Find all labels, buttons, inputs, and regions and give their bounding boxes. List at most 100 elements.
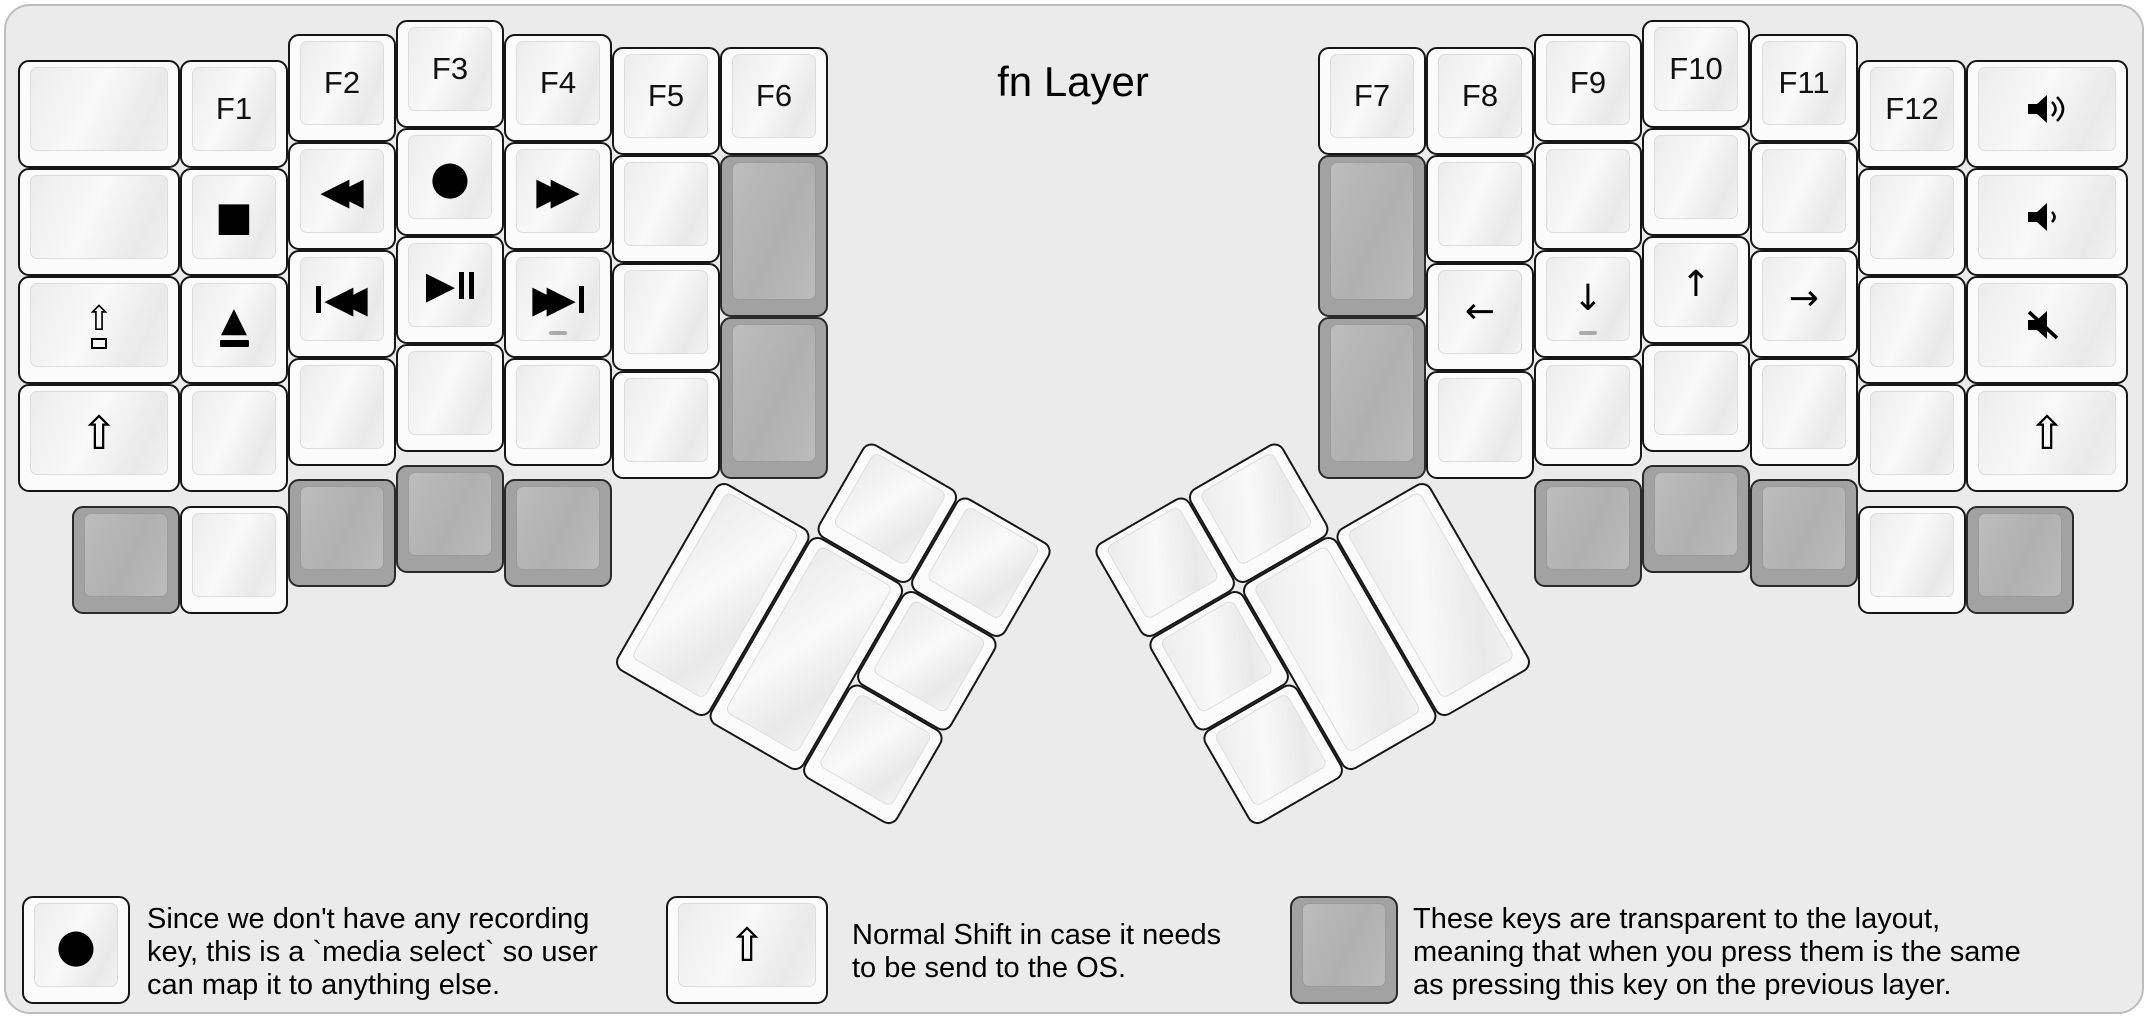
prev-track-icon: ◀◀ (316, 280, 368, 318)
key-blank-f10col-r4[interactable] (1642, 344, 1750, 452)
key-blank-right-bottom[interactable] (1858, 506, 1966, 614)
key-transparent-right-inner-2[interactable] (1318, 317, 1426, 479)
key-blank-f10col-r2[interactable] (1642, 128, 1750, 236)
key-rewind[interactable]: ◀◀ (288, 142, 396, 250)
key-eject[interactable]: ▲ (180, 276, 288, 384)
key-play-pause[interactable]: ▶ (396, 236, 504, 344)
keycap-surface: ▶ (408, 243, 492, 327)
key-transparent-right-inner-1[interactable] (1318, 155, 1426, 317)
key-blank-f3col-r4[interactable] (396, 344, 504, 452)
key-blank-f4col-r4[interactable] (504, 358, 612, 466)
key-blank-f12col-r2[interactable] (1858, 168, 1966, 276)
key-stop[interactable]: ■ (180, 168, 288, 276)
keycap-surface: ⇧ (1978, 391, 2116, 475)
keycap-surface (1546, 149, 1630, 233)
key-transparent-left-bottom-2[interactable] (288, 479, 396, 587)
key-label: F10 (1669, 51, 1723, 86)
key-caps-lock[interactable]: ⇧ (18, 276, 180, 384)
key-arrow-right[interactable]: → (1750, 250, 1858, 358)
key-blank-f5col-r4[interactable] (612, 371, 720, 479)
key-transparent-right-bottom-4[interactable] (1966, 506, 2074, 614)
arrow-down-icon: ↓ (1572, 278, 1604, 319)
shift-icon: ⇧ (79, 406, 119, 460)
key-next-track[interactable]: ▶▶ (504, 250, 612, 358)
keycap-surface: ◀◀ (300, 149, 384, 233)
keycap-surface: ◀◀ (300, 257, 384, 341)
keycap-surface (1870, 391, 1954, 475)
keycap-surface (1546, 365, 1630, 449)
key-blank-f2col-r4[interactable] (288, 358, 396, 466)
key-transparent-right-bottom-3[interactable] (1750, 479, 1858, 587)
key-blank-f8col-r4[interactable] (1426, 371, 1534, 479)
keycap-surface: ⇧ (30, 391, 168, 475)
key-f8[interactable]: F8 (1426, 47, 1534, 155)
keycap-surface (1546, 486, 1630, 570)
legend-line: key, this is a `media select` so user (147, 936, 598, 968)
key-transparent-right-bottom-2[interactable] (1642, 465, 1750, 573)
keycap-surface (1438, 162, 1522, 246)
key-transparent-left-inner-2[interactable] (720, 317, 828, 479)
key-transparent-left-bottom-4[interactable] (504, 479, 612, 587)
key-blank-f11col-r2[interactable] (1750, 142, 1858, 250)
key-f4[interactable]: F4 (504, 34, 612, 142)
keycap-surface (925, 505, 1041, 621)
keycap-surface: F10 (1654, 27, 1738, 111)
key-prev-track[interactable]: ◀◀ (288, 250, 396, 358)
key-arrow-down[interactable]: ↓ (1534, 250, 1642, 358)
key-blank-left-bottom[interactable] (180, 506, 288, 614)
key-label: F8 (1461, 78, 1499, 113)
legend-text-transparent: These keys are transparent to the layout… (1413, 903, 2021, 1002)
key-f10[interactable]: F10 (1642, 20, 1750, 128)
key-blank-left-outer-r2[interactable] (18, 168, 180, 276)
key-blank-f12col-r4[interactable] (1858, 384, 1966, 492)
key-blank-f9col-r4[interactable] (1534, 358, 1642, 466)
key-f7[interactable]: F7 (1318, 47, 1426, 155)
keycap-surface (1870, 513, 1954, 597)
key-blank-f5col-r2[interactable] (612, 155, 720, 263)
key-f5[interactable]: F5 (612, 47, 720, 155)
key-blank-f8col-r2[interactable] (1426, 155, 1534, 263)
next-track-icon: ▶▶ (532, 280, 584, 318)
key-record[interactable]: ● (396, 128, 504, 236)
key-mute[interactable] (1966, 276, 2128, 384)
keycap-surface: F11 (1762, 41, 1846, 125)
key-f9[interactable]: F9 (1534, 34, 1642, 142)
key-f3[interactable]: F3 (396, 20, 504, 128)
key-f12[interactable]: F12 (1858, 60, 1966, 168)
key-volume-up[interactable] (1966, 60, 2128, 168)
key-f11[interactable]: F11 (1750, 34, 1858, 142)
key-transparent-right-bottom-1[interactable] (1534, 479, 1642, 587)
key-arrow-up[interactable]: ↑ (1642, 236, 1750, 344)
keycap-surface: F9 (1546, 41, 1630, 125)
key-blank-f11col-r4[interactable] (1750, 358, 1858, 466)
key-blank-f9col-r2[interactable] (1534, 142, 1642, 250)
key-transparent-left-inner-1[interactable] (720, 155, 828, 317)
key-transparent-left-bottom-3[interactable] (396, 465, 504, 573)
key-arrow-left[interactable]: ← (1426, 263, 1534, 371)
keycap-surface: F4 (516, 41, 600, 125)
key-shift-left[interactable]: ⇧ (18, 384, 180, 492)
keycap-surface (1654, 351, 1738, 435)
key-f6[interactable]: F6 (720, 47, 828, 155)
key-blank-f12col-r3[interactable] (1858, 276, 1966, 384)
key-volume-down[interactable] (1966, 168, 2128, 276)
key-blank-f1col-r4[interactable] (180, 384, 288, 492)
key-transparent-left-bottom-1[interactable] (72, 506, 180, 614)
keycap-surface (732, 162, 816, 300)
keycap-surface (1870, 175, 1954, 259)
keycap-surface (30, 175, 168, 259)
keycap-surface (516, 486, 600, 570)
key-label: F7 (1353, 78, 1391, 113)
key-shift-right[interactable]: ⇧ (1966, 384, 2128, 492)
keycap-surface (1302, 903, 1386, 987)
record-icon: ● (429, 150, 471, 204)
key-blank-left-outer-r1[interactable] (18, 60, 180, 168)
record-icon: ● (55, 918, 97, 972)
keycap-surface: ▶▶ (516, 257, 600, 341)
key-f2[interactable]: F2 (288, 34, 396, 142)
key-fast-forward[interactable]: ▶▶ (504, 142, 612, 250)
legend-text-shift: Normal Shift in case it needs to be send… (852, 919, 1221, 985)
volume-down-icon (2024, 200, 2070, 234)
key-blank-f5col-r3[interactable] (612, 263, 720, 371)
key-f1[interactable]: F1 (180, 60, 288, 168)
